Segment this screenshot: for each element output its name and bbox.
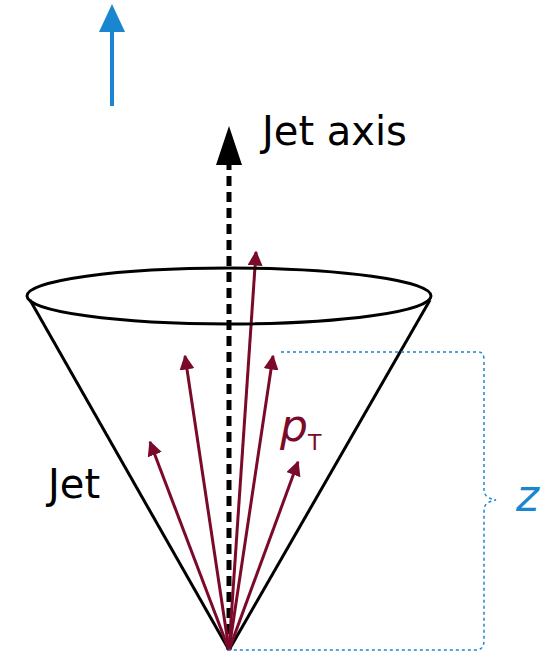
particle-arrows — [150, 252, 298, 650]
momentum-symbol: p — [280, 400, 308, 453]
fraction-symbol: z — [516, 470, 539, 523]
z-bracket — [229, 352, 496, 650]
direction-arrow — [99, 4, 125, 106]
cone-rim — [27, 268, 431, 324]
jet-label: Jet — [48, 460, 100, 508]
momentum-subscript: T — [308, 430, 321, 456]
jet-axis — [216, 126, 242, 650]
axis-label: Jet axis — [262, 107, 407, 155]
